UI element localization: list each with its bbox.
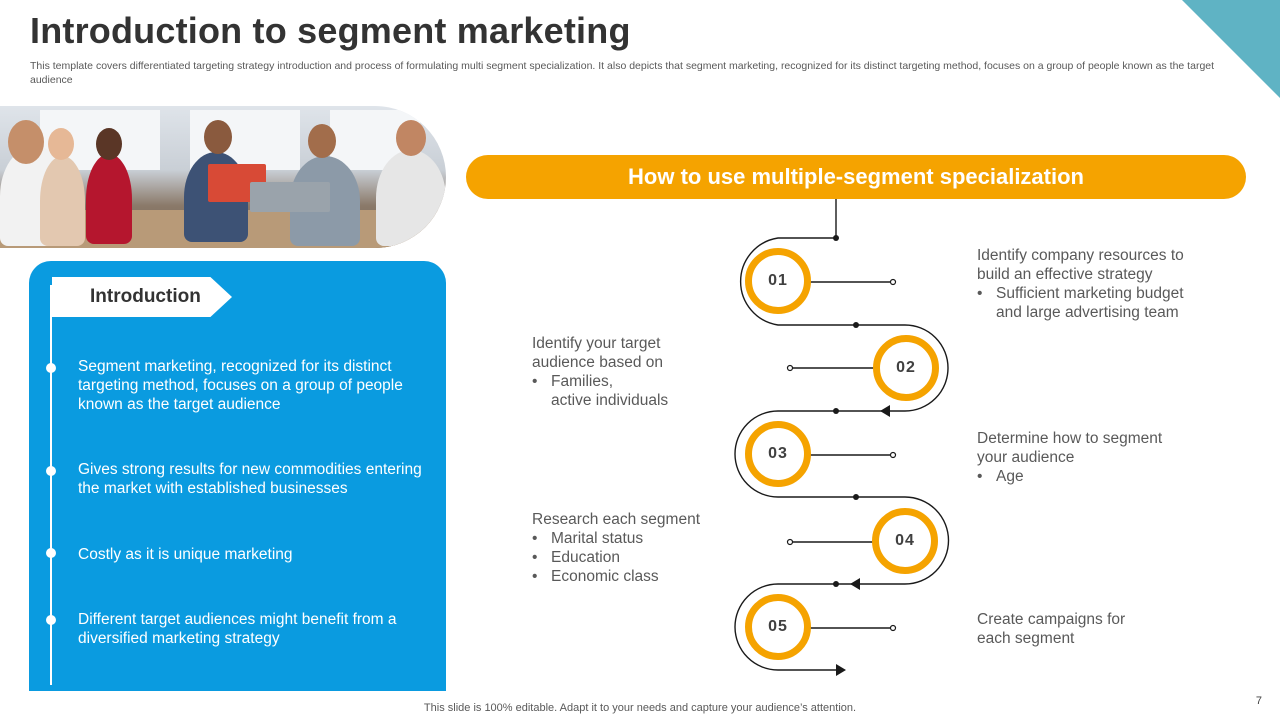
bullet-dot: [46, 615, 56, 625]
step-number: 05: [768, 618, 788, 635]
step-line: Identify company resources to: [977, 247, 1184, 264]
step-bullet: Marital status: [532, 529, 700, 548]
step-line: Determine how to segment: [977, 430, 1163, 447]
person-shape: [40, 156, 85, 246]
step-circle-05: 05: [745, 594, 811, 660]
bullet-dot: [46, 466, 56, 476]
step-circle-01: 01: [745, 248, 811, 314]
intro-bullet-2: Gives strong results for new commodities…: [78, 461, 422, 497]
step-bullet: Families,: [532, 372, 668, 391]
step-line: Research each segment: [532, 511, 701, 528]
step-number: 04: [895, 532, 915, 549]
footer-note: This slide is 100% editable. Adapt it to…: [423, 702, 857, 714]
intro-bullet-3: Costly as it is unique marketing: [78, 546, 293, 563]
step-line: Create campaigns for: [977, 611, 1126, 628]
process-heading-banner: How to use multiple-segment specializati…: [466, 155, 1246, 199]
step-bullet: Age: [977, 467, 1162, 486]
bullet-dot: [46, 363, 56, 373]
step-number: 03: [768, 445, 788, 462]
person-shape: [376, 150, 446, 246]
head-shape: [48, 128, 74, 160]
step-line: active individuals: [551, 392, 669, 409]
person-shape: [86, 154, 132, 244]
step-circle-04: 04: [872, 508, 938, 574]
step-text-05: Create campaigns for each segment: [977, 610, 1125, 648]
step-number: 02: [896, 359, 916, 376]
head-shape: [204, 120, 232, 154]
head-shape: [8, 120, 44, 164]
step-line: Identify your target: [532, 335, 661, 352]
page-title: Introduction to segment marketing: [30, 10, 631, 51]
step-text-04: Research each segment Marital status Edu…: [532, 510, 700, 586]
step-bullet: Economic class: [532, 567, 700, 586]
bullet-dot: [46, 548, 56, 558]
step-line: audience based on: [532, 354, 664, 371]
process-heading: How to use multiple-segment specializati…: [628, 164, 1084, 189]
corner-decoration: [1182, 0, 1280, 98]
step-number: 01: [768, 272, 788, 289]
introduction-panel: [29, 261, 446, 691]
step-text-02: Identify your target audience based on F…: [532, 334, 668, 410]
timeline-line: [50, 285, 52, 685]
page-subtitle: This template covers differentiated targ…: [30, 60, 1215, 86]
step-line: your audience: [977, 449, 1075, 466]
step-line: build an effective strategy: [977, 266, 1153, 283]
introduction-tag: Introduction: [52, 277, 232, 317]
step-text-01: Identify company resources to build an e…: [977, 246, 1184, 322]
step-line: and large advertising team: [996, 304, 1179, 321]
intro-bullet-4: Different target audiences might benefit…: [78, 611, 397, 647]
step-circle-03: 03: [745, 421, 811, 487]
page-number: 7: [1255, 695, 1262, 707]
step-bullet: Education: [532, 548, 700, 567]
step-circle-02: 02: [873, 335, 939, 401]
step-bullet: Sufficient marketing budget: [977, 284, 1184, 303]
head-shape: [308, 124, 336, 158]
team-meeting-photo: [0, 106, 446, 248]
intro-bullet-1: Segment marketing, recognized for its di…: [78, 358, 403, 413]
laptop-shape: [250, 182, 330, 212]
step-text-03: Determine how to segment your audience A…: [977, 429, 1162, 486]
head-shape: [396, 120, 426, 156]
head-shape: [96, 128, 122, 160]
step-line: each segment: [977, 630, 1075, 647]
introduction-label: Introduction: [90, 286, 201, 307]
